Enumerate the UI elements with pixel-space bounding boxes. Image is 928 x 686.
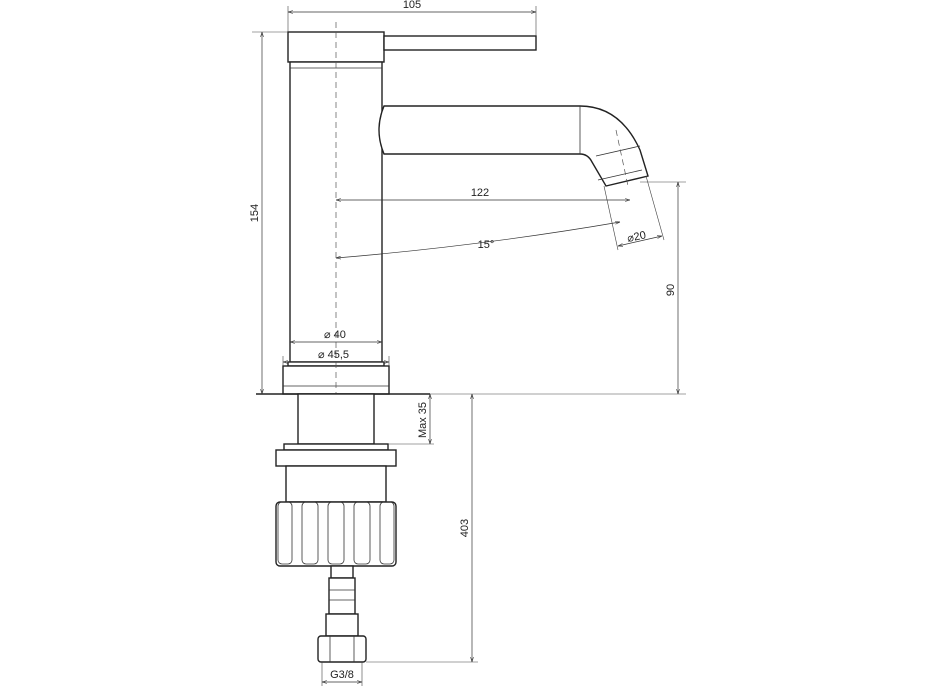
hose-sleeve	[328, 577, 356, 615]
dim-max-label: Max 35	[417, 402, 429, 438]
threaded-shank	[297, 393, 375, 445]
nut-flange	[275, 449, 397, 467]
dim-hose-length: 403	[366, 394, 478, 663]
mounting-assembly	[275, 393, 397, 567]
nut-body	[285, 465, 387, 503]
washer	[283, 443, 389, 451]
dim-body-dia: ⌀40	[290, 329, 382, 342]
dim-base-label: 45,5	[328, 349, 349, 361]
dim-hose-label: 403	[459, 519, 471, 537]
thread-callout: G3/8	[321, 662, 363, 686]
thread-label: G3/8	[330, 669, 354, 681]
svg-text:⌀45,5: ⌀45,5	[318, 349, 349, 361]
faucet-body	[256, 31, 537, 395]
dim-base-dia: ⌀45,5	[282, 349, 390, 366]
svg-text:⌀40: ⌀40	[324, 329, 346, 341]
spout	[378, 105, 649, 187]
flex-hose-connector	[317, 565, 367, 663]
diameter-symbol: ⌀	[318, 349, 325, 361]
dim-width-label: 105	[403, 0, 421, 11]
hex-nut-g38	[317, 635, 367, 663]
hose-ferrule	[325, 613, 359, 637]
diameter-symbol: ⌀	[324, 329, 331, 341]
dim-reach-label: 122	[471, 187, 489, 199]
nut-grip	[275, 501, 397, 567]
dim-angle-label: 15°	[478, 239, 495, 251]
lever-handle	[383, 35, 537, 51]
svg-text:⌀20: ⌀20	[626, 229, 647, 245]
dim-max-thickness: Max 35	[388, 394, 434, 445]
hose-neck	[330, 565, 354, 579]
dim-height-label: 154	[249, 204, 261, 222]
dim-spout-angle: 15°	[336, 222, 620, 258]
dim-body-label: 40	[334, 329, 346, 341]
diameter-symbol: ⌀	[626, 232, 635, 245]
dim-outlet-label: 20	[633, 229, 647, 243]
dim-width-total: 105	[287, 0, 537, 36]
dim-spout-reach: 122	[336, 187, 630, 200]
dim-outlet-height-label: 90	[665, 284, 677, 296]
dim-height-total: 154	[249, 31, 288, 394]
dim-outlet-height: 90	[430, 181, 686, 395]
dim-outlet-dia: ⌀20	[603, 175, 665, 251]
base-ring	[282, 365, 390, 395]
